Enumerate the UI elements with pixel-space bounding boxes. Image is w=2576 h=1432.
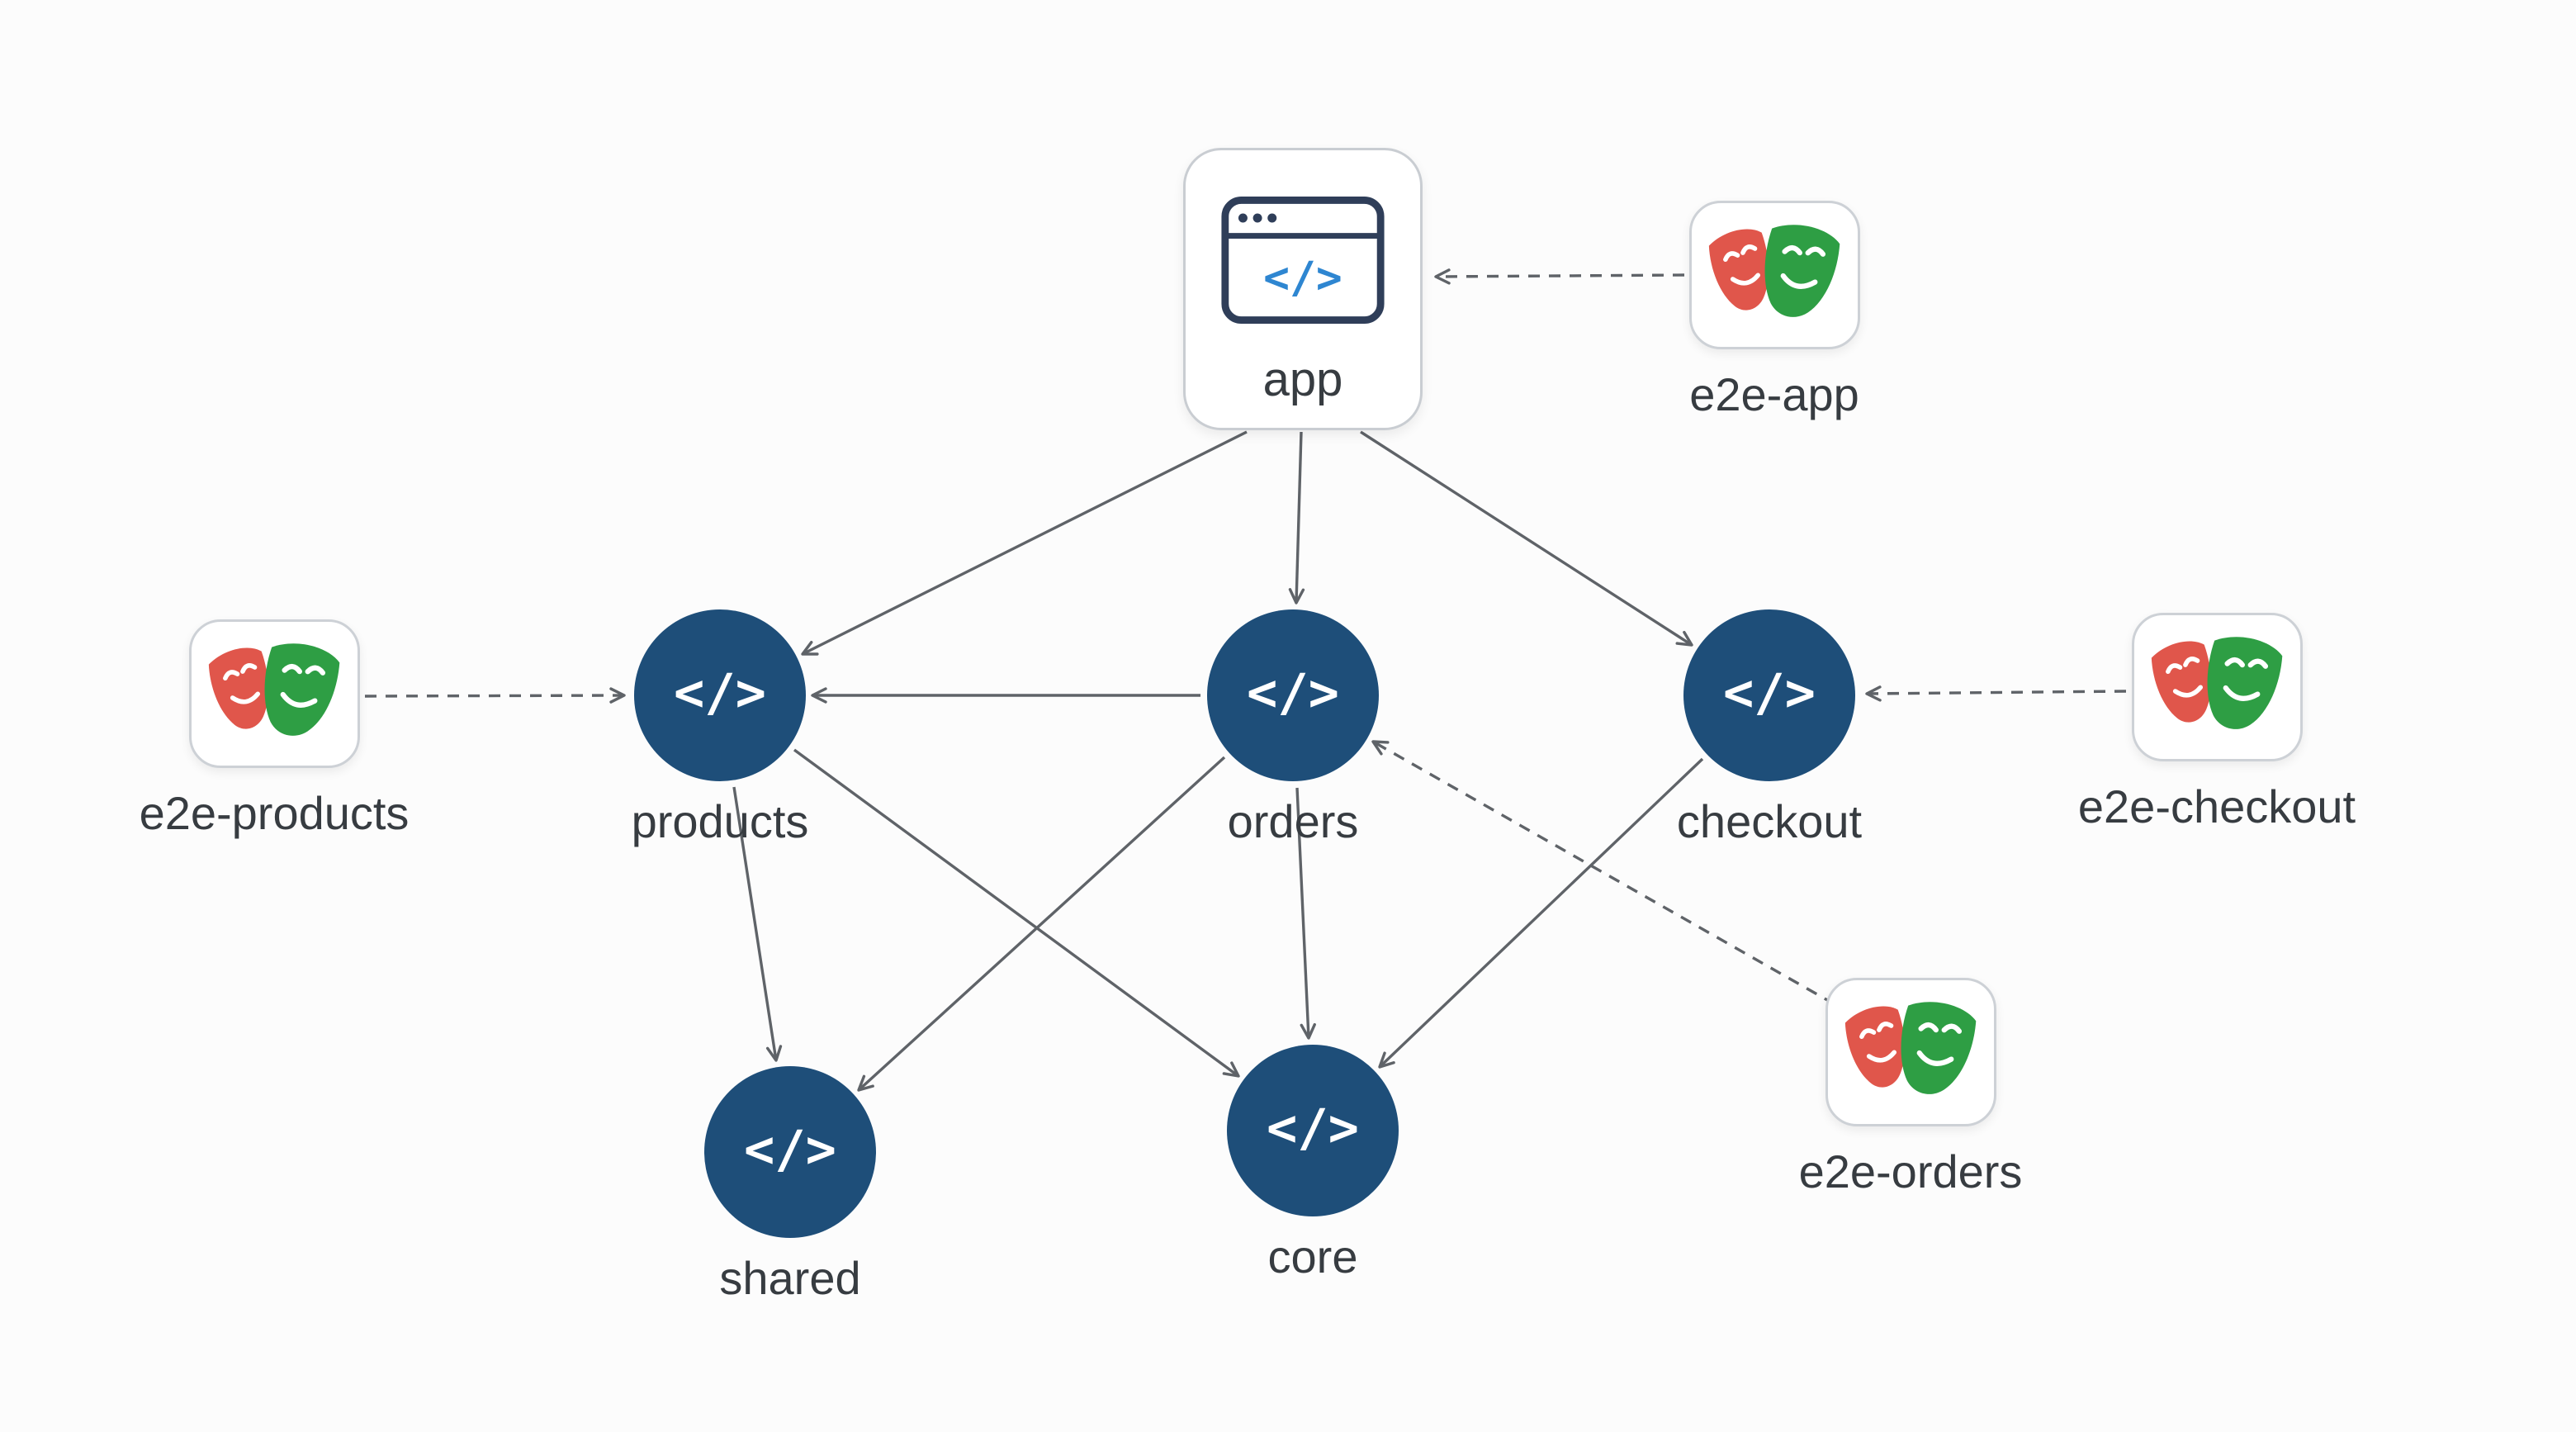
window-dot xyxy=(1238,213,1248,223)
edge-checkout-core xyxy=(1378,757,1704,1069)
e2e-card xyxy=(1825,978,1996,1126)
edge-app-products xyxy=(801,430,1248,656)
playwright-masks-icon xyxy=(1708,225,1840,317)
edge-products-core xyxy=(793,748,1240,1078)
window-dot xyxy=(1252,213,1262,223)
code-glyph: </> xyxy=(1267,1097,1359,1158)
node-core[interactable]: </> core xyxy=(1148,1045,1478,1283)
code-glyph: </> xyxy=(674,661,766,723)
code-glyph: </> xyxy=(744,1118,836,1179)
code-icon: </> xyxy=(634,609,806,781)
node-e2e-checkout[interactable]: e2e-checkout xyxy=(2052,613,2382,833)
edge-products-shared xyxy=(732,786,783,1062)
code-icon: </> xyxy=(704,1066,876,1238)
e2e-card xyxy=(1688,201,1860,349)
playwright-masks-icon xyxy=(1844,1002,1977,1094)
edge-e2e-products-products xyxy=(364,687,626,704)
edge-orders-core xyxy=(1295,787,1316,1040)
browser-code-glyph: </> xyxy=(1263,253,1342,303)
e2e-card xyxy=(2131,613,2303,761)
node-e2e-products-label: e2e-products xyxy=(139,787,410,839)
node-app[interactable]: </> app xyxy=(1183,148,1423,430)
node-app-label: app xyxy=(1262,353,1343,406)
playwright-masks-icon xyxy=(2151,637,2283,729)
node-e2e-orders-label: e2e-orders xyxy=(1798,1145,2023,1197)
edge-app-orders xyxy=(1288,431,1305,605)
edge-orders-shared xyxy=(857,756,1226,1092)
node-checkout[interactable]: </> checkout xyxy=(1604,609,1934,848)
e2e-card xyxy=(188,619,360,768)
node-e2e-checkout-label: e2e-checkout xyxy=(2077,780,2356,832)
node-core-label: core xyxy=(1267,1230,1358,1283)
node-shared[interactable]: </> shared xyxy=(625,1066,955,1305)
node-products-label: products xyxy=(631,795,809,847)
edge-e2e-app-app xyxy=(1434,268,1685,285)
node-products[interactable]: </> products xyxy=(555,609,885,848)
code-icon: </> xyxy=(1227,1045,1399,1216)
playwright-masks-icon xyxy=(208,643,340,736)
code-icon: </> xyxy=(1207,609,1379,781)
edge-e2e-orders-orders xyxy=(1371,740,1835,1006)
node-checkout-label: checkout xyxy=(1676,795,1863,847)
window-dot xyxy=(1267,213,1277,223)
node-orders-label: orders xyxy=(1227,795,1359,847)
code-glyph: </> xyxy=(1247,661,1339,723)
browser-window-icon: </> xyxy=(1221,197,1385,324)
edge-e2e-checkout-checkout xyxy=(1865,685,2127,702)
node-e2e-orders[interactable]: e2e-orders xyxy=(1745,978,2076,1198)
node-e2e-app-label: e2e-app xyxy=(1689,368,1859,420)
node-e2e-products[interactable]: e2e-products xyxy=(109,619,439,840)
node-orders[interactable]: </> orders xyxy=(1128,609,1458,848)
code-icon: </> xyxy=(1683,609,1855,781)
node-shared-label: shared xyxy=(719,1252,861,1304)
code-glyph: </> xyxy=(1723,661,1816,723)
edge-app-checkout xyxy=(1360,430,1693,647)
node-e2e-app[interactable]: e2e-app xyxy=(1609,201,1939,421)
